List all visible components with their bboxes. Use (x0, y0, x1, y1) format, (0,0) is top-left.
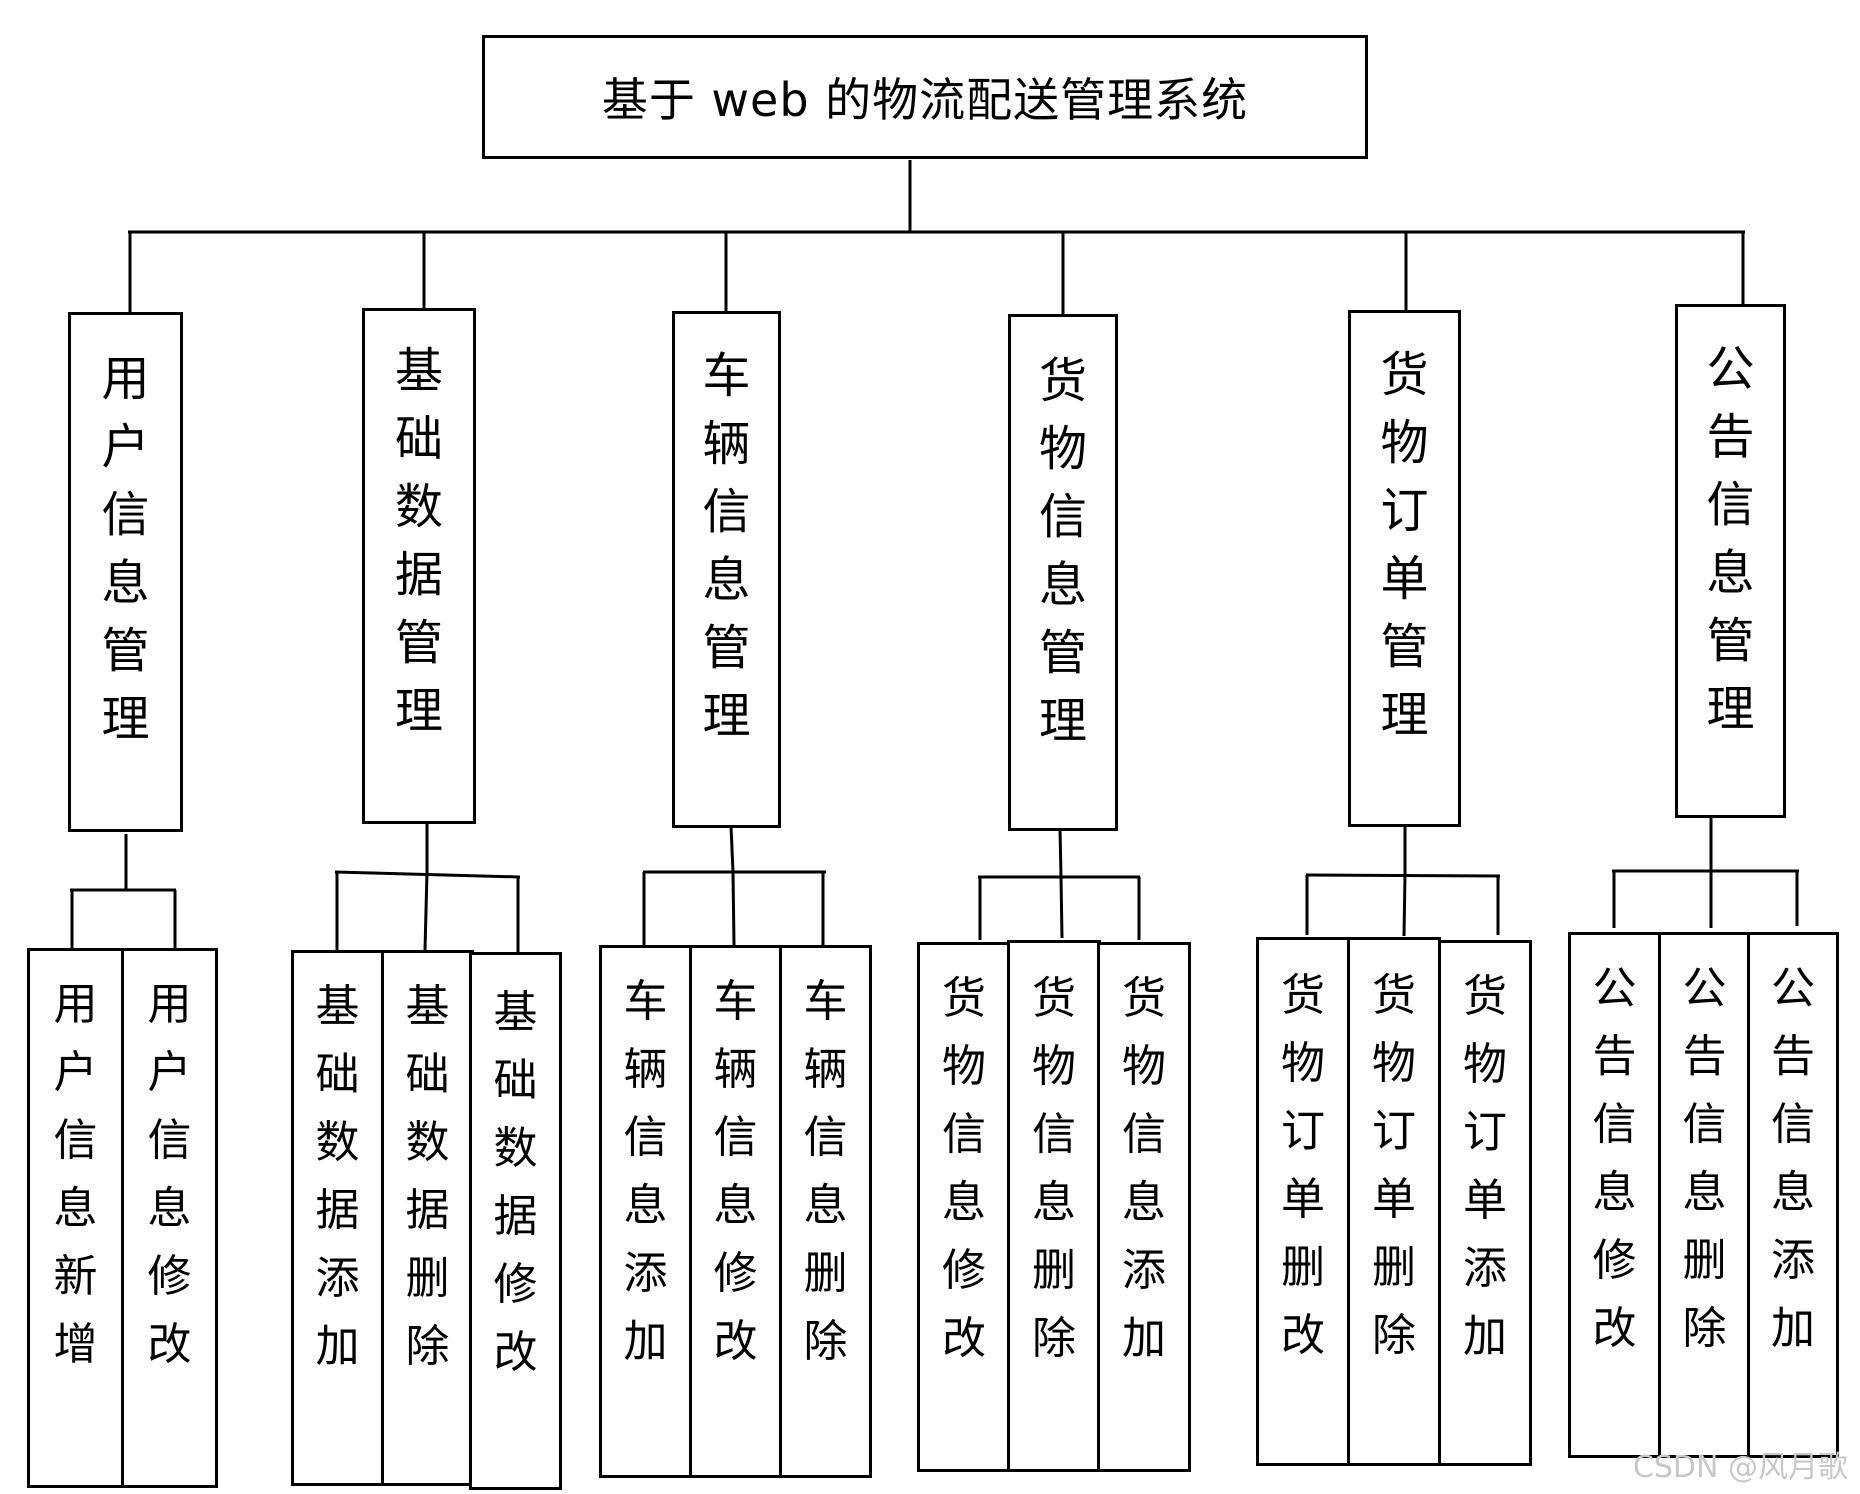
module-box-notice: 公 告 信 息 管 理 (1675, 304, 1786, 818)
leaf-box: 货 物 信 息 删 除 (1007, 940, 1101, 1472)
connector-sub-5-b (1402, 874, 1407, 937)
leaf-box: 公 告 信 息 修 改 (1568, 932, 1661, 1458)
watermark: CSDN @风月歌 (1632, 1450, 1848, 1485)
leaf-box: 公 告 信 息 添 加 (1747, 932, 1839, 1458)
leaf-box: 基 础 数 据 删 除 (381, 950, 474, 1486)
module-box-goods: 货 物 信 息 管 理 (1008, 314, 1118, 831)
connector-sub-3-stem (729, 825, 735, 873)
connector-sub-4-stem (1058, 827, 1063, 878)
leaf-label: 车 辆 信 息 修 改 (713, 976, 758, 1367)
module-box-user: 用 户 信 息 管 理 (68, 312, 183, 832)
module-label-order: 货 物 订 单 管 理 (1380, 347, 1429, 743)
connector-sub-2-b (423, 871, 429, 951)
module-label-notice: 公 告 信 息 管 理 (1706, 341, 1755, 737)
module-box-basic-data: 基 础 数 据 管 理 (362, 308, 476, 824)
leaf-box: 车 辆 信 息 添 加 (599, 945, 692, 1478)
module-label-vehicle: 车 辆 信 息 管 理 (702, 348, 751, 744)
leaf-box: 公 告 信 息 删 除 (1658, 932, 1751, 1458)
leaf-box: 货 物 信 息 修 改 (917, 942, 1011, 1472)
leaf-label: 公 告 信 息 删 除 (1682, 963, 1727, 1354)
leaf-label: 车 辆 信 息 添 加 (623, 976, 668, 1367)
leaf-label: 货 物 信 息 删 除 (1032, 973, 1076, 1364)
leaf-label: 货 物 订 单 删 改 (1281, 970, 1325, 1361)
module-label-basic-data: 基 础 数 据 管 理 (394, 343, 443, 739)
leaf-label: 基 础 数 据 修 改 (493, 987, 538, 1378)
module-label-goods: 货 物 信 息 管 理 (1038, 353, 1087, 749)
connector-sub-3-b (731, 871, 736, 946)
leaf-label: 公 告 信 息 添 加 (1771, 963, 1815, 1354)
leaf-label: 公 告 信 息 修 改 (1592, 963, 1637, 1354)
leaf-box: 基 础 数 据 修 改 (469, 952, 562, 1490)
leaf-label: 车 辆 信 息 删 除 (803, 976, 848, 1367)
leaf-box: 车 辆 信 息 删 除 (779, 945, 872, 1478)
module-box-order: 货 物 订 单 管 理 (1348, 310, 1461, 827)
connector-sub-5-bus (1305, 873, 1501, 878)
leaf-label: 货 物 信 息 添 加 (1122, 973, 1166, 1364)
module-label-user: 用 户 信 息 管 理 (101, 351, 150, 747)
leaf-label: 基 础 数 据 删 除 (405, 981, 450, 1372)
connector-sub-4-b (1059, 876, 1064, 939)
leaf-label: 基 础 数 据 添 加 (315, 981, 360, 1372)
root-title: 基于 web 的物流配送管理系统 (601, 73, 1249, 127)
leaf-label: 用 户 信 息 新 增 (53, 979, 98, 1370)
leaf-box: 用 户 信 息 新 增 (27, 948, 124, 1488)
leaf-label: 货 物 信 息 修 改 (942, 973, 986, 1364)
leaf-box: 货 物 信 息 添 加 (1097, 942, 1191, 1472)
leaf-label: 货 物 订 单 删 除 (1372, 970, 1416, 1361)
leaf-box: 车 辆 信 息 修 改 (689, 945, 782, 1478)
root-box: 基于 web 的物流配送管理系统 (482, 35, 1368, 159)
leaf-label: 用 户 信 息 修 改 (147, 979, 192, 1370)
leaf-box: 货 物 订 单 删 除 (1347, 937, 1441, 1466)
module-box-vehicle: 车 辆 信 息 管 理 (672, 311, 781, 828)
leaf-box: 货 物 订 单 添 加 (1438, 940, 1532, 1466)
leaf-box: 基 础 数 据 添 加 (291, 950, 384, 1486)
leaf-label: 货 物 订 单 添 加 (1463, 971, 1507, 1362)
leaf-box: 货 物 订 单 删 改 (1256, 937, 1350, 1466)
leaf-box: 用 户 信 息 修 改 (121, 948, 218, 1488)
